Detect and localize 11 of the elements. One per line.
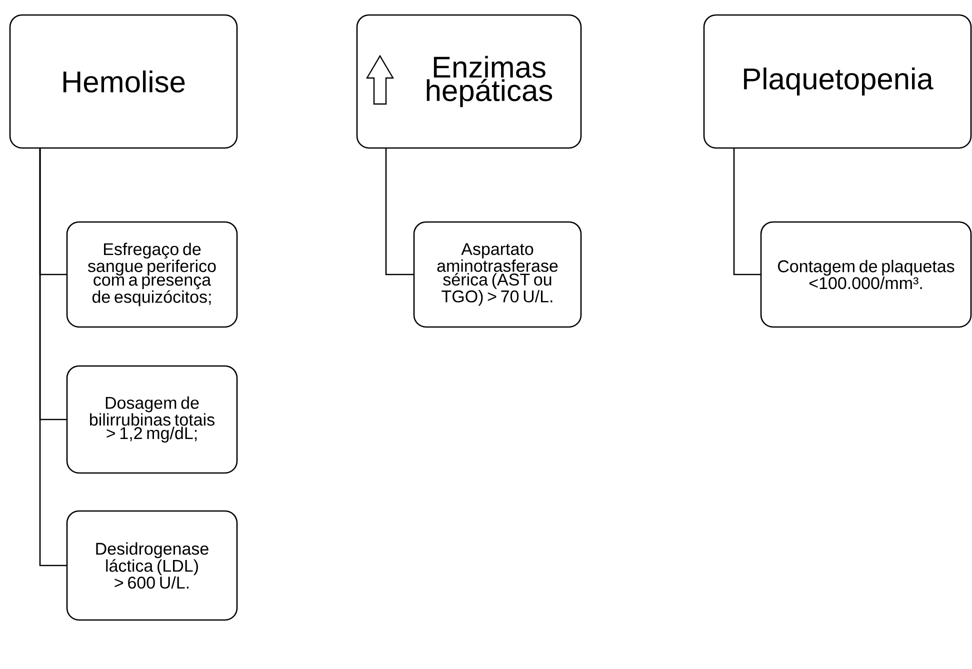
detail-box: Desidrogenase láctica (LDL) > 600 U/L. [66,510,238,621]
heading-box: Hemolise [9,14,238,149]
detail-box: Dosagem de bilirrubinas totais > 1,2 mg/dL; [66,365,238,474]
detail-box: Esfregaço de sangue periferico com a presença de esquizócitos; [66,221,238,328]
heading-box: Plaquetopenia [703,14,972,149]
connector-line [733,148,761,276]
detail-box: Aspartato aminotrasferase sérica (AST ou TGO) > 70 U/L. [413,221,582,328]
heading-box: Enzimas hepáticas [356,14,582,149]
connector-line [385,148,414,276]
detail-box: Contagem de plaquetas <100.000/mm³. [760,221,972,328]
connector-line [39,148,67,566]
